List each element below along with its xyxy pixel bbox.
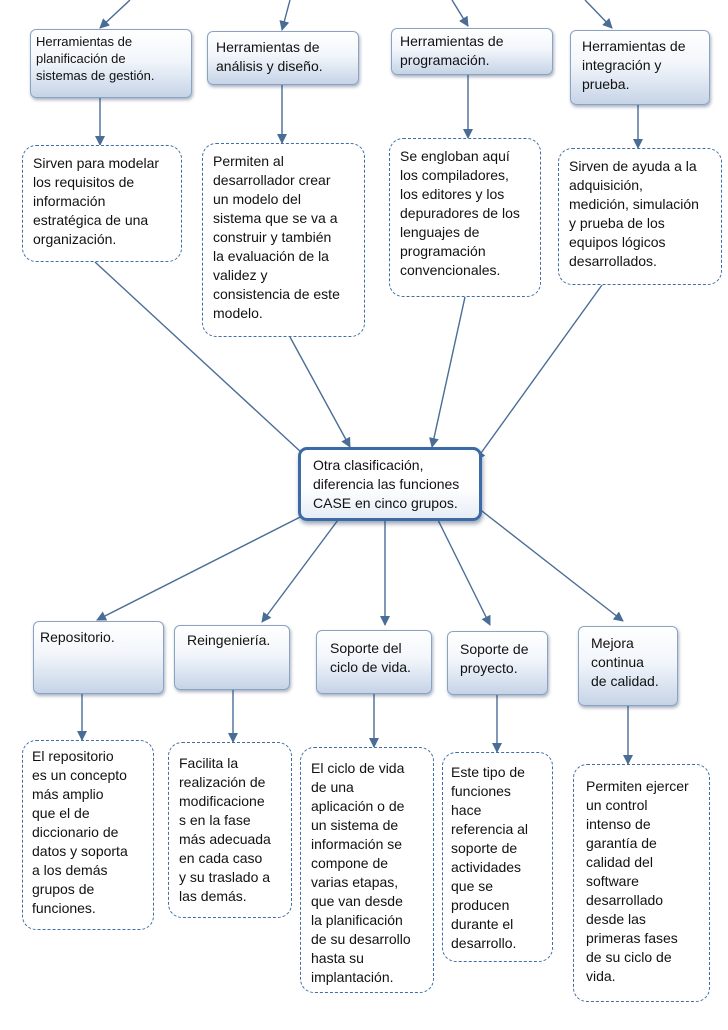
group-title-mejora-calidad-label: Mejora continua de calidad. xyxy=(591,635,659,689)
title-herramientas-programacion-label: Herramientas de programación. xyxy=(400,33,504,68)
title-herramientas-programacion: Herramientas de programación. xyxy=(391,28,553,75)
arrow-center-calidad xyxy=(477,507,624,622)
title-herramientas-analisis-label: Herramientas de análisis y diseño. xyxy=(216,39,323,74)
title-herramientas-planificacion-label: Herramientas de planificación de sistema… xyxy=(36,34,155,83)
desc-reingenieria-text: Facilita la realización de modificacione… xyxy=(179,755,271,904)
desc-repositorio: El repositorio es un concepto más amplio… xyxy=(22,740,154,930)
group-title-soporte-proyecto: Soporte de proyecto. xyxy=(447,631,548,695)
title-herramientas-planificacion: Herramientas de planificación de sistema… xyxy=(30,29,192,98)
group-title-soporte-proyecto-label: Soporte de proyecto. xyxy=(460,641,529,676)
group-title-mejora-calidad: Mejora continua de calidad. xyxy=(578,626,678,706)
desc-mejora-calidad: Permiten ejercer un control intenso de g… xyxy=(573,764,710,1002)
arrow-into-analisis xyxy=(279,0,291,31)
group-title-repositorio-label: Repositorio. xyxy=(40,629,115,645)
desc-herramientas-integracion: Sirven de ayuda a la adquisición, medici… xyxy=(558,148,722,285)
group-title-repositorio: Repositorio. xyxy=(33,621,164,694)
desc-herramientas-analisis-text: Permiten al desarrollador crear un model… xyxy=(213,153,340,321)
arrow-desc2-center xyxy=(289,336,351,448)
center-node-clasificacion: Otra clasificación, diferencia las funci… xyxy=(298,447,482,521)
center-node-text: Otra clasificación, diferencia las funci… xyxy=(313,457,460,511)
desc-herramientas-integracion-text: Sirven de ayuda a la adquisición, medici… xyxy=(569,158,699,269)
group-title-reingenieria: Reingeniería. xyxy=(174,625,290,690)
desc-soporte-proyecto: Este tipo de funciones hace referencia a… xyxy=(442,752,553,962)
group-title-ciclo-vida: Soporte del ciclo de vida. xyxy=(316,630,432,694)
arrow-into-programacion xyxy=(451,0,469,27)
desc-herramientas-analisis: Permiten al desarrollador crear un model… xyxy=(202,143,365,337)
title-herramientas-integracion: Herramientas de integración y prueba. xyxy=(570,30,710,105)
desc-repositorio-text: El repositorio es un concepto más amplio… xyxy=(32,748,128,916)
desc-mejora-calidad-text: Permiten ejercer un control intenso de g… xyxy=(586,778,689,984)
arrow-desc4-center xyxy=(475,284,603,461)
desc-reingenieria: Facilita la realización de modificacione… xyxy=(168,742,292,918)
desc-ciclo-vida: El ciclo de vida de una aplicación o de … xyxy=(300,747,434,993)
desc-soporte-proyecto-text: Este tipo de funciones hace referencia a… xyxy=(451,764,529,951)
arrow-center-reingenieria xyxy=(261,519,339,623)
arrow-into-planificacion xyxy=(99,0,131,29)
group-title-ciclo-vida-label: Soporte del ciclo de vida. xyxy=(330,640,411,675)
title-herramientas-analisis: Herramientas de análisis y diseño. xyxy=(207,31,359,85)
arrow-center-repositorio xyxy=(96,507,319,621)
desc-herramientas-planificacion: Sirven para modelar los requisitos de in… xyxy=(22,145,182,262)
arrow-desc3-center xyxy=(429,296,466,448)
desc-herramientas-planificacion-text: Sirven para modelar los requisitos de in… xyxy=(33,155,160,247)
desc-herramientas-programacion-text: Se engloban aquí los compiladores, los e… xyxy=(400,148,520,278)
title-herramientas-integracion-label: Herramientas de integración y prueba. xyxy=(582,38,686,92)
desc-herramientas-programacion: Se engloban aquí los compiladores, los e… xyxy=(389,138,541,297)
arrow-desc1-center xyxy=(94,261,316,466)
desc-ciclo-vida-text: El ciclo de vida de una aplicación o de … xyxy=(311,760,411,985)
group-title-reingenieria-label: Reingeniería. xyxy=(187,632,271,648)
arrow-center-proyecto xyxy=(437,519,491,626)
arrow-into-integracion xyxy=(584,0,613,29)
